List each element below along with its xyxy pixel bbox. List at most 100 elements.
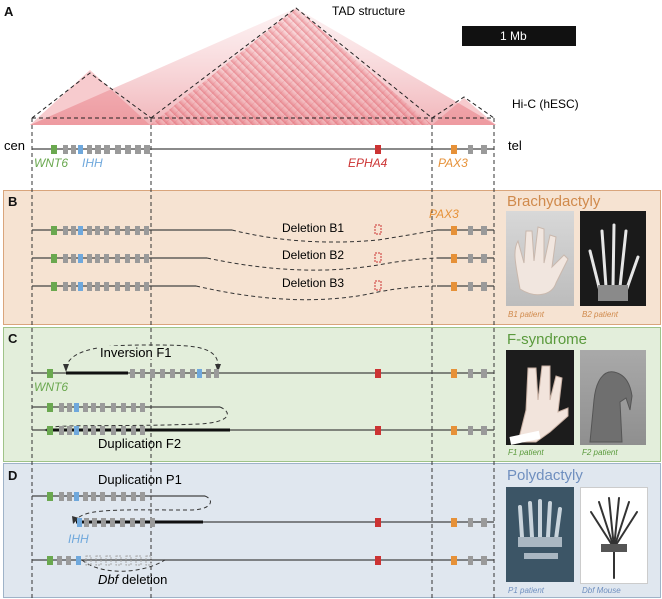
gene-block	[59, 426, 64, 435]
gene-block	[150, 518, 155, 527]
gene-block	[131, 403, 136, 412]
b1-patient-photo	[506, 211, 574, 306]
pax3-gene	[451, 254, 457, 263]
gene-block	[468, 282, 473, 291]
epha4-gene	[375, 145, 381, 154]
gene-block	[144, 254, 149, 263]
gene-block	[104, 282, 109, 291]
gene-block	[135, 282, 140, 291]
f2-patient-photo	[580, 350, 646, 445]
gene-block	[95, 282, 100, 291]
gene-block	[63, 254, 68, 263]
gene-block	[71, 226, 76, 235]
gene-block	[180, 369, 185, 378]
gene-block	[468, 226, 473, 235]
ihh-gene	[197, 369, 202, 378]
deleted-gene-block	[95, 555, 102, 566]
gene-block	[481, 282, 487, 291]
deletion-b2-label: Deletion B2	[282, 248, 345, 262]
gene-block	[144, 282, 149, 291]
pax3-label: PAX3	[438, 156, 468, 170]
gene-block	[104, 226, 109, 235]
f-syndrome-title: F-syndrome	[507, 331, 588, 348]
wnt6-gene	[47, 426, 53, 435]
gene-block	[214, 369, 219, 378]
cen-label: cen	[4, 138, 25, 153]
gene-block	[130, 369, 135, 378]
ihh-gene	[77, 518, 82, 527]
gene-block	[481, 518, 487, 527]
panel-c-wnt6-label: WNT6	[34, 380, 68, 394]
gene-block	[100, 403, 105, 412]
dbf-mouse-xray	[580, 487, 648, 584]
gene-block	[91, 426, 96, 435]
hic-label: Hi-C (hESC)	[512, 97, 579, 111]
gene-block	[468, 518, 473, 527]
panel-b-letter: B	[8, 194, 18, 209]
deleted-gene-block	[135, 555, 142, 566]
gene-block	[468, 254, 473, 263]
gene-block	[59, 403, 64, 412]
pax3-gene	[451, 369, 457, 378]
gene-block	[125, 254, 130, 263]
gene-block	[83, 426, 88, 435]
deletion-b3	[32, 285, 494, 301]
gene-block	[84, 518, 89, 527]
f1-patient-caption: F1 patient	[508, 448, 544, 457]
gene-block	[115, 226, 120, 235]
gene-block	[111, 426, 116, 435]
gene-block	[481, 556, 487, 565]
hic-heatmap	[30, 8, 496, 125]
dbf-deletion-label: Dbf deletion	[98, 573, 167, 586]
panel-c-letter: C	[8, 331, 18, 346]
wnt6-gene	[47, 403, 53, 412]
gene-block	[95, 226, 100, 235]
deletion-word: deletion	[118, 572, 168, 587]
gene-block	[100, 426, 105, 435]
pax3-gene	[451, 226, 457, 235]
deletion-b1	[32, 229, 494, 243]
epha4-gene	[375, 426, 381, 435]
gene-block	[71, 254, 76, 263]
wnt6-label: WNT6	[34, 156, 68, 170]
gene-block	[92, 518, 97, 527]
wnt6-gene	[51, 254, 57, 263]
deleted-gene-block	[145, 555, 152, 566]
gene-block	[67, 492, 72, 501]
deleted-gene-block	[125, 555, 132, 566]
gene-block	[135, 226, 140, 235]
pax3-gene	[451, 426, 457, 435]
gene-block	[481, 254, 487, 263]
gene-block	[468, 556, 473, 565]
gene-block	[140, 492, 145, 501]
gene-block	[67, 426, 72, 435]
gene-block	[131, 426, 136, 435]
ihh-gene	[76, 556, 81, 565]
p1-patient-caption: P1 patient	[508, 586, 545, 595]
gene-block	[140, 369, 145, 378]
gene-block	[67, 403, 72, 412]
gene-block	[481, 226, 487, 235]
pax3-gene	[451, 282, 457, 291]
deletion-b3-label: Deletion B3	[282, 276, 345, 290]
scale-bar-label: 1 Mb	[500, 29, 527, 43]
gene-block	[125, 282, 130, 291]
epha4-gene	[375, 556, 381, 565]
pax3-gene	[451, 145, 457, 154]
epha4-gene	[375, 369, 381, 378]
ihh-gene	[78, 282, 83, 291]
gene-block	[130, 518, 135, 527]
gene-block	[150, 369, 155, 378]
polydactyly-title: Polydactyly	[507, 467, 583, 484]
gene-block	[140, 403, 145, 412]
gene-block	[481, 369, 487, 378]
f1-patient-photo	[506, 350, 574, 445]
gene-block	[57, 556, 62, 565]
gene-block	[120, 518, 125, 527]
panel-a-letter: A	[4, 4, 14, 19]
pax3-gene	[451, 556, 457, 565]
gene-block	[100, 492, 105, 501]
epha4-gene	[375, 518, 381, 527]
tad-boundaries	[31, 7, 495, 119]
